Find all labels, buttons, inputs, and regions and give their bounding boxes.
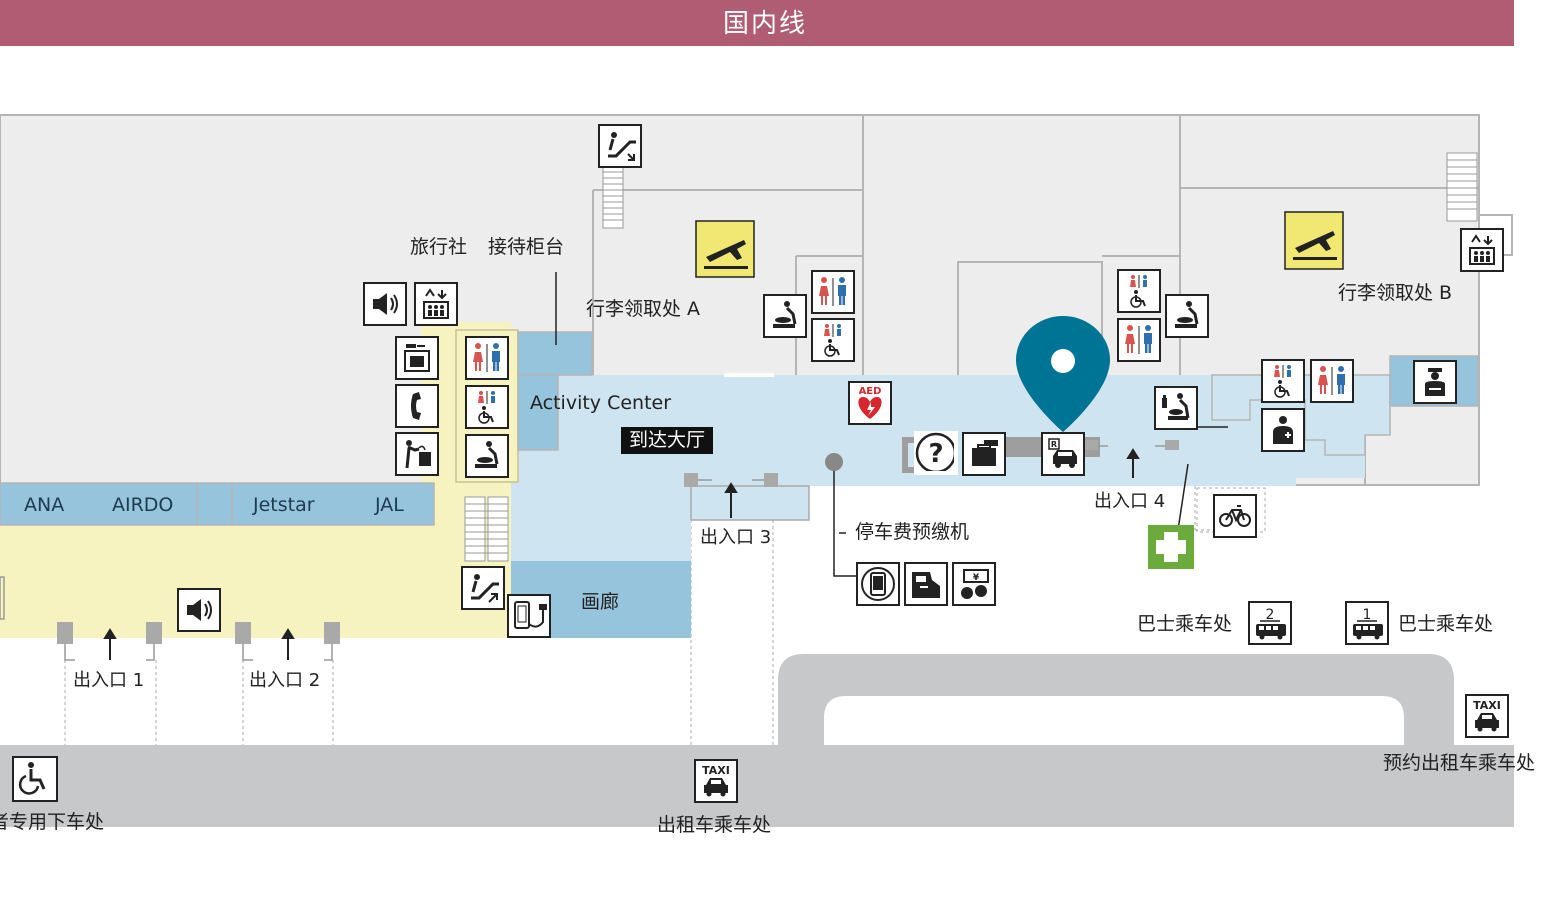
label-bus-stop-2: 巴士乘车处	[1137, 613, 1233, 635]
taxi-icon-center: TAXI	[694, 759, 738, 803]
label-exit-3: 出入口 3	[700, 527, 772, 548]
nursing-room-icon	[1154, 386, 1198, 430]
label-reception: 接待柜台	[488, 236, 565, 258]
label-baggage-a: 行李领取处 A	[586, 298, 701, 320]
leader-lines	[555, 272, 1228, 577]
ticket-machine-icon	[904, 562, 948, 606]
aed-icon: AED	[848, 381, 892, 425]
escalator-right	[1446, 152, 1478, 222]
baggage-delivery-icon	[962, 432, 1006, 476]
airline-counter-jal: JAL	[375, 494, 404, 516]
security-guard-icon	[1413, 360, 1457, 404]
hall-lower	[511, 486, 691, 561]
road	[0, 745, 1514, 827]
restroom-icon-4	[1310, 359, 1354, 403]
arrival-plane-icon-b	[1284, 211, 1344, 270]
label-taxi-stand: 出租车乘车处	[657, 814, 772, 836]
bus-loop-road	[778, 654, 1454, 745]
airline-counters-bar	[0, 482, 435, 526]
taxi-icon-right: TAXI	[1465, 694, 1509, 738]
header-bar	[0, 0, 1514, 46]
taxi-sign-text-right: TAXI	[1473, 699, 1501, 712]
location-pin-icon[interactable]	[1016, 316, 1110, 432]
coin-locker-icon	[395, 336, 439, 380]
first-aid-room-icon	[1261, 408, 1305, 452]
door-posts	[57, 440, 1179, 644]
label-travel-agency: 旅行社	[410, 236, 468, 258]
exit-4-area	[1092, 444, 1202, 486]
telephone-icon	[395, 384, 439, 428]
restroom-icon	[465, 336, 509, 380]
bus-number-1: 1	[1363, 607, 1372, 623]
accessible-restroom-icon	[465, 385, 509, 429]
label-exit-1: 出入口 1	[73, 670, 145, 691]
hall-doorway	[724, 373, 774, 377]
accessible-restroom-icon-2	[811, 318, 855, 362]
accessible-restroom-icon-4	[1261, 359, 1305, 403]
label-bus-stop-1: 巴士乘车处	[1398, 613, 1494, 635]
baby-changing-icon-2	[763, 294, 807, 338]
arrival-plane-icon-a	[695, 220, 755, 278]
parking-prepay-marker	[825, 453, 843, 471]
baby-changing-icon	[465, 434, 509, 478]
restroom-accessible-icon-3	[1117, 269, 1161, 313]
charging-station-icon	[507, 594, 551, 638]
elevator-icon	[414, 282, 458, 326]
page-title: 国内线	[722, 9, 807, 39]
wheelchair-icon	[12, 756, 58, 802]
escalator-left	[464, 496, 509, 562]
airline-counter-jetstar: Jetstar	[253, 494, 315, 516]
room-walls	[592, 115, 1513, 485]
label-activity-center: Activity Center	[530, 392, 672, 414]
label-reserved-taxi: 预约出租车乘车处	[1383, 752, 1536, 774]
elevator-icon-2	[1460, 228, 1504, 272]
aed-sign-text: AED	[859, 386, 882, 397]
svg-text:?: ?	[928, 439, 943, 469]
svg-text:R: R	[1051, 440, 1057, 449]
mobile-payment-icon	[856, 562, 900, 606]
label-exit-4: 出入口 4	[1094, 491, 1166, 512]
drinking-fountain-icon	[395, 432, 439, 476]
escalator-top	[602, 165, 624, 229]
information-icon: ?	[914, 431, 958, 475]
airline-counter-airdo: AIRDO	[112, 494, 174, 516]
bus-stop-2-icon: 2	[1248, 601, 1292, 645]
currency-exchange-icon: ¥	[952, 562, 996, 606]
rental-car-icon: R	[1041, 432, 1085, 476]
left-stub	[0, 576, 5, 620]
speaker-icon	[363, 282, 407, 326]
label-exit-2: 出入口 2	[249, 670, 321, 691]
restroom-icon-3	[1117, 318, 1161, 362]
label-arrival-hall: 到达大厅	[621, 427, 714, 454]
exit-arrows	[103, 448, 1140, 660]
reception-counter	[517, 331, 593, 376]
label-gallery: 画廊	[581, 591, 620, 613]
restroom-icon-2	[811, 270, 855, 314]
label-baggage-b: 行李领取处 B	[1338, 282, 1453, 304]
bus-number-2: 2	[1266, 607, 1275, 623]
airline-counter-ana: ANA	[24, 494, 65, 516]
escalator-down-icon	[598, 124, 642, 168]
bus-stop-1-icon: 1	[1345, 601, 1389, 645]
svg-text:¥: ¥	[973, 573, 980, 583]
label-parking-prepay: 停车费预缴机	[855, 521, 970, 543]
exit-3-vestibule	[690, 485, 810, 521]
baby-changing-icon-3	[1165, 294, 1209, 338]
taxi-sign-text-center: TAXI	[702, 764, 730, 777]
activity-center-room	[517, 374, 559, 451]
escalator-up-icon	[461, 566, 505, 610]
bicycle-parking-icon	[1213, 494, 1257, 538]
label-disabled-dropoff: 障碍者专用下车处	[0, 811, 104, 833]
speaker-icon-2	[177, 588, 221, 632]
